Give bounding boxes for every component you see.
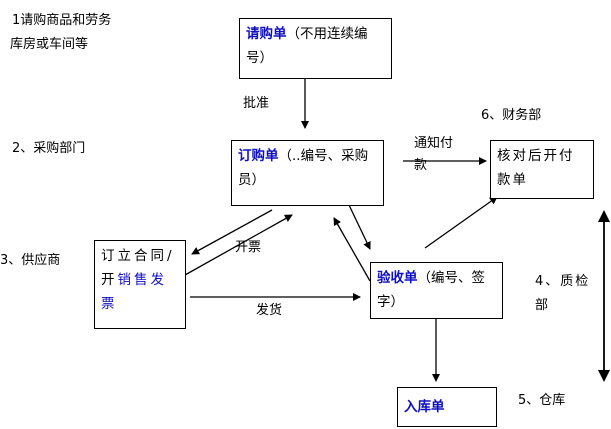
notify-payment-label: 通知付款 bbox=[414, 136, 454, 173]
finance-label: 6、财务部 bbox=[481, 108, 542, 123]
contract-text: 订立合同/开 bbox=[101, 248, 175, 288]
warehouse-label: 5、仓库 bbox=[518, 393, 566, 408]
receiving-box: 验收单（编号、签字） bbox=[370, 262, 503, 319]
sales-invoice-text: 销售发票 bbox=[101, 272, 167, 312]
payment-text: 核对后开付款单 bbox=[497, 148, 575, 188]
invoice-label: 开票 bbox=[235, 240, 262, 255]
purchase-order-note: （..编号、采购员） bbox=[238, 148, 369, 188]
receiving-note: （编号、签字） bbox=[377, 270, 485, 310]
arrow-receiving-to-payment bbox=[424, 196, 498, 249]
purchase-order-title: 订购单 bbox=[238, 148, 279, 164]
requisition-title: 请购单 bbox=[246, 26, 287, 42]
purchase-order-box: 订购单（..编号、采购员） bbox=[231, 140, 384, 206]
receiving-title: 验收单 bbox=[377, 270, 418, 286]
requisition-note: （不用连续编号） bbox=[246, 26, 368, 66]
contract-box: 订立合同/开销售发票 bbox=[94, 240, 186, 329]
ship-label: 发货 bbox=[256, 303, 283, 318]
payment-box: 核对后开付款单 bbox=[490, 140, 594, 199]
approve-label: 批准 bbox=[243, 96, 270, 111]
arrow-order-to-supplier bbox=[191, 209, 273, 255]
arrow-receiving-to-order bbox=[333, 217, 371, 282]
arrow-order-to-receiving bbox=[348, 204, 371, 250]
arrow-invoice bbox=[184, 214, 293, 276]
stock-in-title: 入库单 bbox=[404, 399, 445, 415]
stock-in-box: 入库单 bbox=[397, 387, 497, 427]
requisition-box: 请购单（不用连续编号） bbox=[239, 18, 392, 79]
purchasing-label: 2、采购部门 bbox=[12, 141, 86, 156]
requester-label-1: 1请购商品和劳务 bbox=[12, 13, 112, 28]
requester-label-2: 库房或车间等 bbox=[10, 37, 89, 52]
qc-label: 4、质检部 bbox=[535, 274, 591, 313]
supplier-label: 3、供应商 bbox=[0, 253, 61, 268]
